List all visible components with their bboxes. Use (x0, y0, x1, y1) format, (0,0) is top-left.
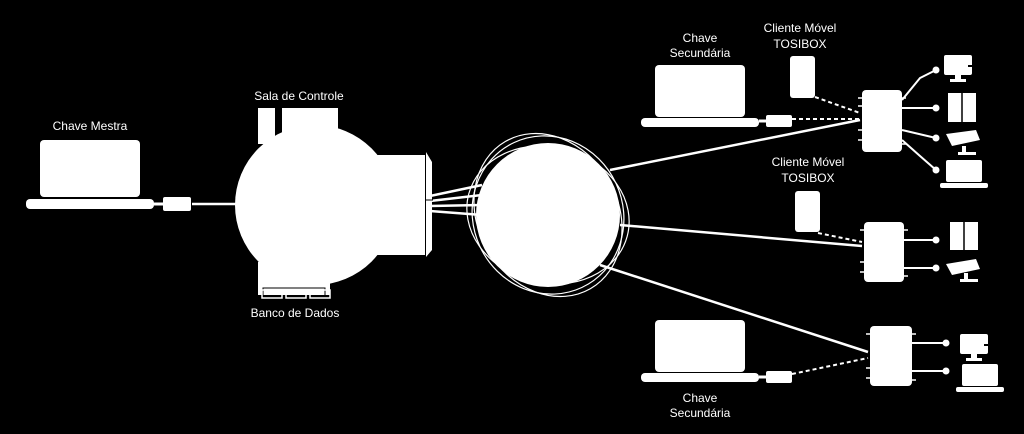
mobile-client-top-label-line1: Cliente Móvel (763, 21, 837, 35)
laptop-icon (641, 65, 759, 127)
tosibox-lock-icon (866, 326, 916, 386)
usb-key-icon (759, 371, 792, 383)
control-room-internet-link-4 (429, 209, 483, 217)
mobile-client-icon (795, 191, 820, 232)
database-icon (261, 289, 331, 299)
secondary-key-bottom-label-line1: Chave (682, 391, 718, 405)
panel-icon (948, 93, 976, 122)
monitor-icon (960, 334, 996, 361)
secondary-key-bottom-dashed (791, 357, 869, 375)
mid-lock-device-links (904, 239, 936, 269)
camera-icon (946, 130, 980, 155)
internet-lock-top-link (609, 118, 861, 172)
mobile-client-mid-dashed (817, 232, 863, 243)
internet-lock-bottom-link (599, 263, 869, 354)
connection-lines (192, 118, 869, 354)
top-lock-ports (932, 66, 940, 174)
control-room-label: Sala de Controle (254, 89, 344, 103)
database-label: Banco de Dados (250, 306, 340, 320)
panel-icon (950, 222, 978, 250)
secondary-key-bottom-label-line2: Secundária (669, 406, 731, 420)
secondary-key-top-label-line1: Chave (682, 31, 718, 45)
usb-key-icon (154, 197, 191, 211)
laptop-icon (26, 140, 154, 209)
mobile-client-top-dashed (814, 96, 861, 114)
control-room-icon (235, 108, 432, 295)
mobile-client-top-label-line2: TOSIBOX (773, 37, 827, 51)
laptop-icon (641, 320, 759, 382)
internet-lock-mid-link (619, 223, 863, 248)
usb-key-icon (759, 115, 792, 127)
mobile-client-mid-label-line1: Cliente Móvel (771, 155, 845, 169)
top-lock-device-links (901, 69, 937, 171)
wireless-links (791, 96, 869, 375)
internet-cloud-icon (466, 132, 630, 298)
control-room-details (262, 199, 433, 298)
camera-icon (946, 259, 980, 282)
secondary-key-top-label-line2: Secundária (669, 46, 731, 60)
monitor-icon (944, 55, 980, 82)
tosibox-lock-icon (860, 222, 908, 282)
master-key-label: Chave Mestra (52, 119, 128, 133)
mobile-client-mid-label-line2: TOSIBOX (781, 171, 835, 185)
laptop-icon (940, 160, 988, 188)
control-room-internet-link-1 (429, 183, 483, 198)
bottom-lock-ports (942, 339, 950, 375)
laptop-icon (956, 364, 1004, 392)
tosibox-lock-icon (858, 90, 906, 152)
bottom-lock-device-links (912, 342, 946, 372)
mid-lock-ports (932, 236, 940, 272)
mobile-client-icon (790, 56, 815, 98)
